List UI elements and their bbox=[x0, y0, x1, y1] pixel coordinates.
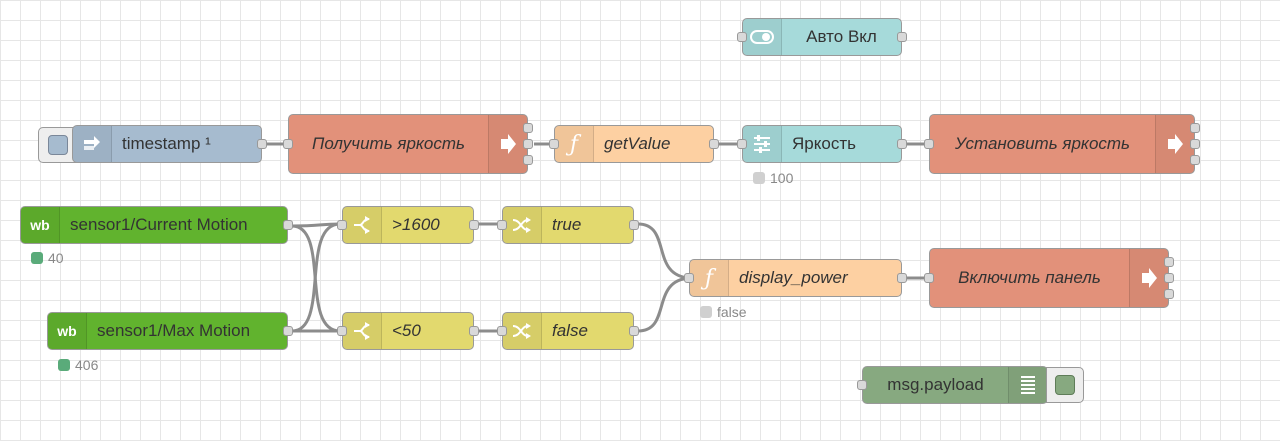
function-icon: ƒ bbox=[690, 260, 729, 296]
auto-switch-output-port[interactable] bbox=[897, 32, 907, 42]
timestamp-output-port[interactable] bbox=[257, 139, 267, 149]
sensor-current-motion-status-text: 40 bbox=[48, 250, 64, 266]
switch-gt-input-port[interactable] bbox=[337, 220, 347, 230]
shuffle-icon bbox=[503, 313, 542, 349]
debug-toggle-button[interactable] bbox=[1046, 367, 1084, 403]
change-false-input-port[interactable] bbox=[497, 326, 507, 336]
arrow-right-icon bbox=[488, 115, 527, 173]
change-true-label: true bbox=[552, 215, 582, 234]
sliders-icon bbox=[743, 126, 782, 162]
brightness-node[interactable]: Яркость bbox=[737, 125, 907, 163]
brightness-label: Яркость bbox=[792, 134, 856, 153]
wire-max-to-switch-gt bbox=[291, 222, 341, 333]
enable-panel-label: Включить панель bbox=[958, 268, 1101, 287]
get-value-input-port[interactable] bbox=[549, 139, 559, 149]
debug-label: msg.payload bbox=[887, 375, 984, 394]
get-value-output-port[interactable] bbox=[709, 139, 719, 149]
display-power-status: false bbox=[700, 304, 747, 320]
inject-arrow-icon bbox=[73, 126, 112, 162]
enable-panel-output-port-3[interactable] bbox=[1164, 289, 1174, 299]
auto-switch-label: Авто Вкл bbox=[806, 27, 877, 46]
debug-list-icon bbox=[1008, 367, 1047, 403]
sensor-current-motion-node[interactable]: wb sensor1/Current Motion bbox=[20, 206, 293, 244]
set-brightness-output-port-2[interactable] bbox=[1190, 139, 1200, 149]
sensor-current-motion-status: 40 bbox=[31, 250, 64, 266]
timestamp-label: timestamp ¹ bbox=[122, 134, 211, 153]
switch-icon bbox=[343, 313, 382, 349]
sensor-max-motion-label: sensor1/Max Motion bbox=[97, 321, 251, 340]
switch-gt-label: >1600 bbox=[392, 215, 440, 234]
function-icon: ƒ bbox=[555, 126, 594, 162]
enable-panel-output-port-1[interactable] bbox=[1164, 257, 1174, 267]
set-brightness-node[interactable]: Установить яркость bbox=[924, 114, 1200, 174]
sensor-current-motion-output-port[interactable] bbox=[283, 220, 293, 230]
enable-panel-output-port-2[interactable] bbox=[1164, 273, 1174, 283]
sensor-max-motion-output-port[interactable] bbox=[283, 326, 293, 336]
switch-lt-label: <50 bbox=[392, 321, 421, 340]
change-false-node[interactable]: false bbox=[497, 312, 639, 350]
change-true-node[interactable]: true bbox=[497, 206, 639, 244]
timestamp-node[interactable]: timestamp ¹ bbox=[72, 125, 267, 163]
auto-switch-input-port[interactable] bbox=[737, 32, 747, 42]
brightness-status: 100 bbox=[753, 170, 793, 186]
arrow-right-icon bbox=[1155, 115, 1194, 173]
get-brightness-input-port[interactable] bbox=[283, 139, 293, 149]
display-power-node[interactable]: ƒ display_power bbox=[684, 259, 907, 297]
get-value-label: getValue bbox=[604, 134, 671, 153]
inject-button-square bbox=[48, 135, 68, 155]
enable-panel-input-port[interactable] bbox=[924, 273, 934, 283]
change-false-output-port[interactable] bbox=[629, 326, 639, 336]
switch-lt-output-port[interactable] bbox=[469, 326, 479, 336]
brightness-input-port[interactable] bbox=[737, 139, 747, 149]
wb-logo-icon: wb bbox=[48, 313, 87, 349]
auto-switch-node[interactable]: Авто Вкл bbox=[737, 18, 907, 56]
get-brightness-output-port-3[interactable] bbox=[523, 155, 533, 165]
display-power-label: display_power bbox=[739, 268, 848, 287]
get-brightness-output-port-1[interactable] bbox=[523, 123, 533, 133]
change-true-output-port[interactable] bbox=[629, 220, 639, 230]
debug-node[interactable]: msg.payload bbox=[857, 366, 1048, 404]
switch-icon bbox=[343, 207, 382, 243]
display-power-status-text: false bbox=[717, 304, 747, 320]
switch-gt-output-port[interactable] bbox=[469, 220, 479, 230]
wb-logo-icon: wb bbox=[21, 207, 60, 243]
wire-true-to-display-power bbox=[637, 222, 691, 280]
display-power-output-port[interactable] bbox=[897, 273, 907, 283]
wire-false-to-display-power bbox=[637, 276, 691, 333]
brightness-status-text: 100 bbox=[770, 170, 794, 186]
debug-toggle-square bbox=[1055, 375, 1075, 395]
sensor-max-motion-status-dot bbox=[58, 359, 70, 371]
get-brightness-node[interactable]: Получить яркость bbox=[283, 114, 533, 174]
shuffle-icon bbox=[503, 207, 542, 243]
get-brightness-label: Получить яркость bbox=[312, 134, 465, 153]
switch-gt-node[interactable]: >1600 bbox=[337, 206, 479, 244]
set-brightness-output-port-3[interactable] bbox=[1190, 155, 1200, 165]
arrow-right-icon bbox=[1129, 249, 1168, 307]
display-power-status-dot bbox=[700, 306, 712, 318]
brightness-status-dot bbox=[753, 172, 765, 184]
change-true-input-port[interactable] bbox=[497, 220, 507, 230]
sensor-max-motion-status: 406 bbox=[58, 357, 98, 373]
set-brightness-input-port[interactable] bbox=[924, 139, 934, 149]
get-value-node[interactable]: ƒ getValue bbox=[549, 125, 719, 163]
set-brightness-output-port-1[interactable] bbox=[1190, 123, 1200, 133]
sensor-max-motion-node[interactable]: wb sensor1/Max Motion bbox=[47, 312, 293, 350]
enable-panel-node[interactable]: Включить панель bbox=[924, 248, 1174, 308]
sensor-max-motion-status-text: 406 bbox=[75, 357, 99, 373]
sensor-current-motion-label: sensor1/Current Motion bbox=[70, 215, 248, 234]
toggle-icon bbox=[743, 19, 782, 55]
brightness-output-port[interactable] bbox=[897, 139, 907, 149]
display-power-input-port[interactable] bbox=[684, 273, 694, 283]
change-false-label: false bbox=[552, 321, 588, 340]
debug-input-port[interactable] bbox=[857, 380, 867, 390]
sensor-current-motion-status-dot bbox=[31, 252, 43, 264]
get-brightness-output-port-2[interactable] bbox=[523, 139, 533, 149]
switch-lt-input-port[interactable] bbox=[337, 326, 347, 336]
timestamp-inject-button[interactable] bbox=[38, 127, 78, 163]
set-brightness-label: Установить яркость bbox=[955, 134, 1130, 153]
switch-lt-node[interactable]: <50 bbox=[337, 312, 479, 350]
